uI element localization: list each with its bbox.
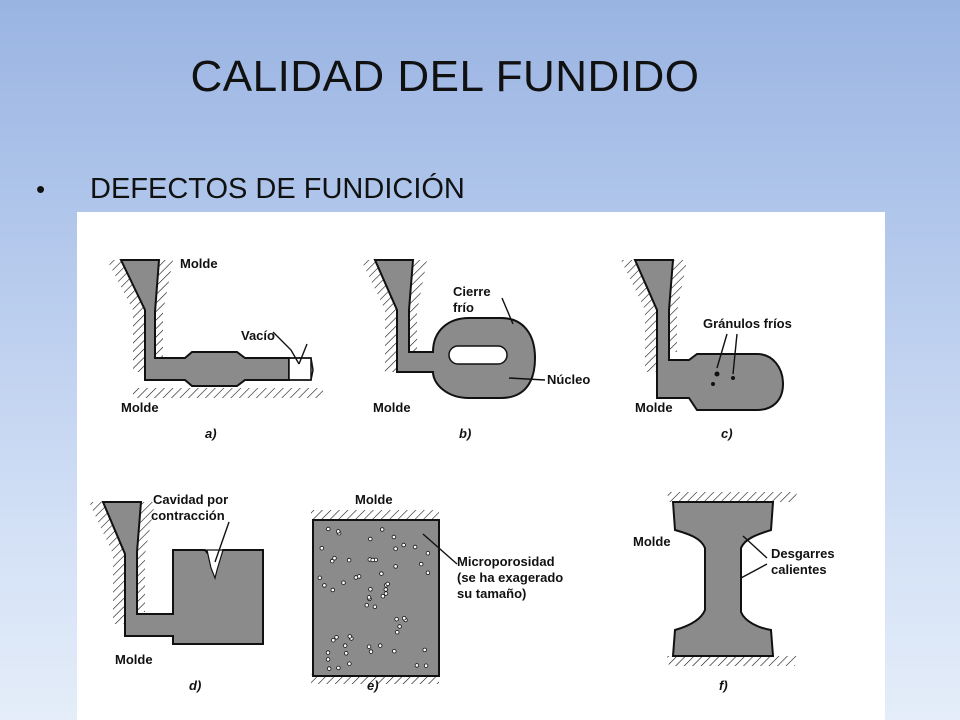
pore-dot (395, 630, 400, 635)
panel-f-hot-tears (667, 492, 797, 666)
pore-dot (368, 587, 373, 592)
pore-dot (331, 638, 336, 643)
pore-dot (329, 558, 335, 564)
panel-e-label-exagerado: (se ha exagerado (457, 570, 563, 585)
pore-dot (368, 536, 373, 542)
pore-dot (394, 617, 399, 622)
panel-f-label-calientes: calientes (771, 562, 827, 577)
pore-dot (397, 624, 402, 629)
panel-b-label-frio: frío (453, 300, 474, 315)
panel-a-cold-shut-misrun (107, 259, 323, 398)
pore-dot (378, 643, 383, 648)
pore-dot (366, 595, 372, 600)
panel-c-label-molde: Molde (635, 400, 673, 415)
panel-d-label-cavidad: Cavidad por (153, 492, 228, 507)
pore-dot (364, 603, 369, 608)
panel-f-label-molde: Molde (633, 534, 671, 549)
pore-dot (393, 546, 398, 551)
pore-dot (383, 587, 388, 592)
slide-title: CALIDAD DEL FUNDIDO (190, 52, 700, 101)
casting-defects-figure: Molde Vacío Molde a) Cierre frío Núcleo … (77, 212, 885, 720)
pore-dot (334, 635, 339, 640)
panel-e-label-tamano: su tamaño) (457, 586, 526, 601)
pore-dot (402, 616, 407, 621)
microporosity-dots (317, 526, 431, 671)
pore-dot (325, 650, 331, 655)
pore-dot (322, 583, 327, 588)
panel-d-label-molde: Molde (115, 652, 153, 667)
pore-dot (385, 581, 390, 587)
casting-defects-diagram: Molde Vacío Molde a) Cierre frío Núcleo … (89, 256, 835, 693)
panel-a-label-molde-bottom: Molde (121, 400, 159, 415)
panel-b-label-cierre: Cierre (453, 284, 491, 299)
panel-f-label-desgarres: Desgarres (771, 546, 835, 561)
panel-e-label-microporosidad: Microporosidad (457, 554, 555, 569)
panel-c-cold-shots (621, 259, 785, 411)
panel-a-label-molde-top: Molde (180, 256, 218, 271)
bullet-text: DEFECTOS DE FUNDICIÓN (90, 173, 465, 205)
pore-dot (412, 544, 418, 550)
pore-dot (379, 571, 384, 576)
pore-dot (353, 575, 359, 580)
pore-dot (422, 647, 427, 653)
pore-dot (341, 580, 346, 585)
pore-dot (336, 665, 341, 671)
pore-dot (419, 561, 424, 567)
panel-e-microporosity (311, 510, 458, 684)
panel-b-cold-shut (361, 259, 546, 399)
pore-dot (401, 542, 406, 548)
pore-dot (343, 643, 348, 648)
pore-dot (425, 551, 431, 556)
panel-b-label-molde: Molde (373, 400, 411, 415)
panel-c-label-granulos: Gránulos fríos (703, 316, 792, 331)
panel-c-caption: c) (721, 426, 733, 441)
pore-dot (347, 661, 352, 666)
pore-dot (325, 657, 331, 662)
pore-dot (368, 649, 374, 654)
pore-dot (330, 587, 335, 593)
panel-e-caption: e) (367, 678, 379, 693)
pore-dot (370, 557, 375, 563)
panel-b-caption: b) (459, 426, 471, 441)
pore-dot (319, 546, 324, 551)
panel-f-caption: f) (719, 678, 728, 693)
pore-dot (326, 666, 332, 671)
bullet-icon: • (36, 174, 46, 204)
panel-b-label-nucleo: Núcleo (547, 372, 590, 387)
pore-dot (366, 644, 372, 649)
pore-dot (372, 604, 378, 609)
pore-dot (380, 594, 386, 599)
pore-dot (383, 591, 389, 596)
pore-dot (332, 556, 337, 561)
pore-dot (346, 557, 352, 563)
panel-a-label-vacio: Vacío (241, 328, 275, 343)
pore-dot (344, 651, 349, 656)
pore-dot (423, 663, 429, 668)
pore-dot (347, 634, 352, 639)
panel-a-caption: a) (205, 426, 217, 441)
pore-dot (393, 564, 398, 569)
pore-dot (336, 529, 341, 534)
pore-dot (326, 526, 331, 532)
panel-e-label-molde: Molde (355, 492, 393, 507)
pore-dot (380, 527, 385, 532)
panel-d-shrinkage-cavity (89, 501, 264, 645)
pore-dot (391, 534, 397, 540)
pore-dot (392, 649, 397, 654)
panel-d-label-contraccion: contracción (151, 508, 225, 523)
pore-dot (414, 663, 420, 668)
pore-dot (317, 575, 322, 580)
panel-d-caption: d) (189, 678, 201, 693)
pore-dot (425, 570, 431, 575)
